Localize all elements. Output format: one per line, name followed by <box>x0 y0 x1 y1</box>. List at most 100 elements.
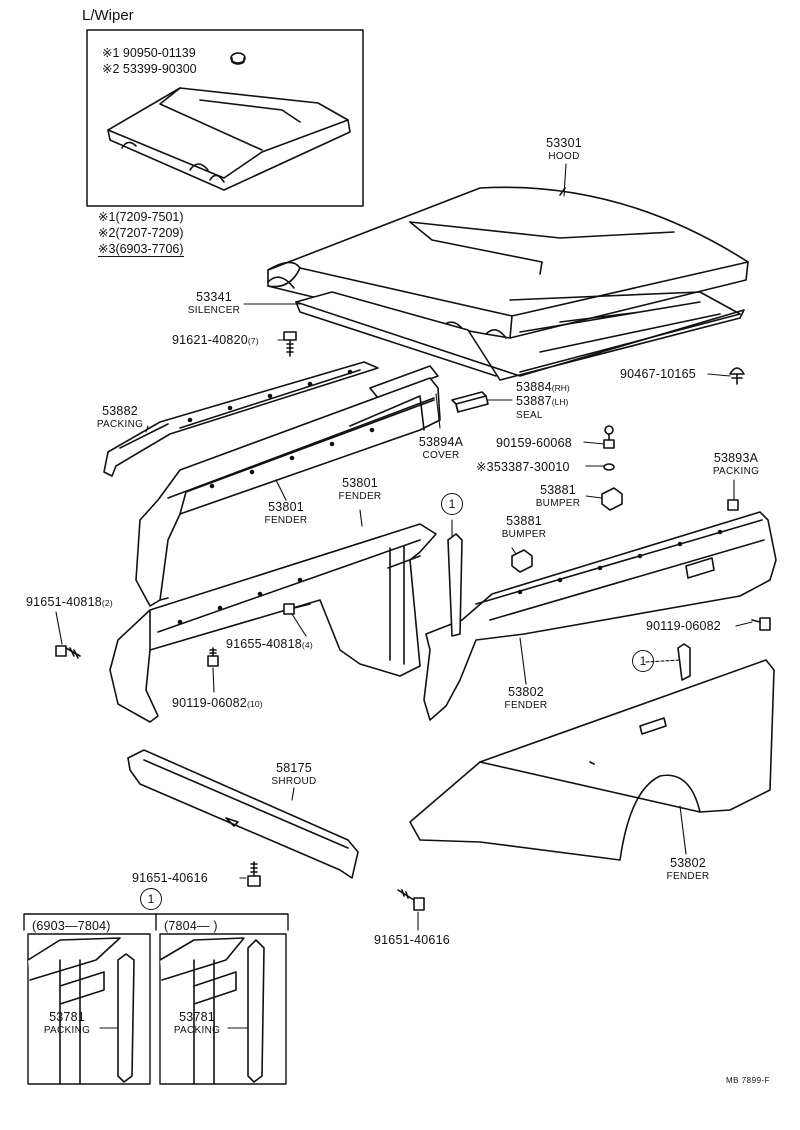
callout-bolt-g: 91651-40616 <box>374 933 450 947</box>
callout-cover: 53894A COVER <box>414 436 468 462</box>
callout-seal-name: SEAL <box>516 410 543 421</box>
detail-left-callout: 53781 PACKING <box>36 1011 98 1037</box>
hood-panel <box>267 186 749 339</box>
detail-right-name: PACKING <box>173 1025 221 1036</box>
silencer-pad <box>295 291 745 381</box>
callout-bolt-d-qty: (10) <box>246 699 263 709</box>
hood-screw <box>283 331 297 357</box>
detail-right-range: (7804— ) <box>164 919 218 933</box>
callout-clip-hood: 90467-10165 <box>620 367 696 381</box>
callout-packing-left-part: 53882 <box>102 404 138 418</box>
callout-fender-inner-r-name: FENDER <box>504 700 548 711</box>
date-note-2-mark: ※2 <box>98 226 116 240</box>
callout-bumper-b-name: BUMPER <box>501 529 547 540</box>
hood-clip <box>729 367 745 385</box>
bolt-90159-60068 <box>603 425 615 449</box>
page-code: MB 7899-F <box>726 1076 771 1085</box>
callout-screw-hood: 91621-40820(7) <box>172 334 259 348</box>
detail-right-callout: 53781 PACKING <box>166 1011 228 1037</box>
callout-bumper-a-part: 53881 <box>540 483 576 497</box>
detail-right-part: 53781 <box>179 1010 215 1024</box>
reference-marker-1b: 1 <box>632 650 654 672</box>
callout-cover-name: COVER <box>422 450 460 461</box>
callout-bolt-d-part: 90119-06082 <box>172 696 247 710</box>
inset-item-1-mark: ※1 <box>102 46 120 60</box>
callout-fender-outer-r-name: FENDER <box>666 871 710 882</box>
callout-bolt-b: 91651-40818(2) <box>26 596 113 610</box>
callout-bolt-d: 90119-06082(10) <box>172 697 263 711</box>
callout-bolt-f: 91651-40616 <box>132 871 208 885</box>
nut-53387-30010 <box>603 463 615 471</box>
detail-box-right <box>159 933 287 1085</box>
callout-seal-part-rh: 53884 <box>516 380 552 394</box>
callout-bolt-c-qty: (4) <box>301 640 313 650</box>
date-note-2-range: (7207-7209) <box>115 226 184 240</box>
callout-shroud: 58175 SHROUD <box>266 762 322 788</box>
callout-fender-inner-r: 53802 FENDER <box>496 686 556 712</box>
callout-silencer-part: 53341 <box>196 290 232 304</box>
callout-fender-inner-l1: 53801 FENDER <box>256 501 316 527</box>
rubber-strip-center <box>447 533 463 637</box>
seal-block <box>451 391 489 413</box>
inset-item-2-mark: ※2 <box>102 62 120 76</box>
outer-fender-right <box>409 659 775 861</box>
callout-nut-a-mark: ※3 <box>476 460 494 474</box>
callout-packing-right-name: PACKING <box>712 466 760 477</box>
callout-hood-name: HOOD <box>548 151 580 162</box>
inner-fender-left-lower <box>109 523 437 723</box>
callout-silencer: 53341 SILENCER <box>184 291 244 317</box>
callout-bumper-b: 53881 BUMPER <box>494 515 554 541</box>
leader-lines <box>55 163 753 931</box>
callout-fender-inner-r-part: 53802 <box>508 685 544 699</box>
inset-item-2-part: 53399-90300 <box>122 62 197 76</box>
bolt-90119-06082-left <box>207 647 219 667</box>
bolt-91655-40818 <box>283 603 311 615</box>
callout-screw-hood-qty: (7) <box>247 336 259 346</box>
callout-bumper-a: 53881 BUMPER <box>528 484 588 510</box>
callout-hood: 53301 HOOD <box>536 137 592 163</box>
callout-fender-inner-l1-part: 53801 <box>268 500 304 514</box>
callout-fender-inner-l2-name: FENDER <box>338 491 382 502</box>
callout-silencer-name: SILENCER <box>187 305 241 316</box>
callout-seal: 53884(RH) 53887(LH) SEAL <box>516 381 570 422</box>
bolt-90119-06082-right <box>751 617 771 631</box>
reference-marker-1a: 1 <box>441 493 463 515</box>
callout-hood-part: 53301 <box>546 136 582 150</box>
inset-title: L/Wiper <box>82 7 134 24</box>
callout-seal-lh: (LH) <box>551 397 569 407</box>
callout-shroud-part: 58175 <box>276 761 312 775</box>
callout-fender-inner-l1-name: FENDER <box>264 515 308 526</box>
date-note-3-range: (6903-7706) <box>115 242 184 256</box>
callout-shroud-name: SHROUD <box>271 776 317 787</box>
callout-fender-inner-l2: 53801 FENDER <box>330 477 390 503</box>
packing-right-block <box>727 499 739 511</box>
callout-bumper-b-part: 53881 <box>506 514 542 528</box>
callout-bolt-c-part: 91655-40818 <box>226 637 302 651</box>
bumper-lower <box>511 549 533 573</box>
detail-box-left <box>27 933 151 1085</box>
callout-cover-part: 53894A <box>418 435 464 449</box>
date-note-1-mark: ※1 <box>98 210 116 224</box>
callout-packing-left-name: PACKING <box>96 419 144 430</box>
inset-wiper-box <box>86 29 364 207</box>
date-note-1-range: (7209-7501) <box>115 210 184 224</box>
cover-strip <box>369 365 439 399</box>
callout-nut-a-part: 53387-30010 <box>493 460 570 474</box>
callout-packing-left: 53882 PACKING <box>90 405 150 431</box>
bolt-91651-40616-a <box>247 861 261 887</box>
callout-bolt-c: 91655-40818(4) <box>226 638 313 652</box>
shroud-panel <box>127 749 359 879</box>
detail-left-range: (6903—7804) <box>32 919 111 933</box>
date-note-1: ※1(7209-7501) <box>98 211 184 224</box>
callout-packing-right-part: 53893A <box>713 451 759 465</box>
callout-bolt-b-part: 91651-40818 <box>26 595 102 609</box>
callout-seal-rh: (RH) <box>551 383 570 393</box>
packing-left-strip <box>103 361 379 477</box>
bumper-upper <box>601 487 623 511</box>
inset-item-1-part: 90950-01139 <box>122 46 196 60</box>
callout-bumper-a-name: BUMPER <box>535 498 581 509</box>
callout-bolt-a: 90159-60068 <box>496 436 572 450</box>
detail-bracket <box>23 913 289 931</box>
callout-fender-outer-r-part: 53802 <box>670 856 706 870</box>
